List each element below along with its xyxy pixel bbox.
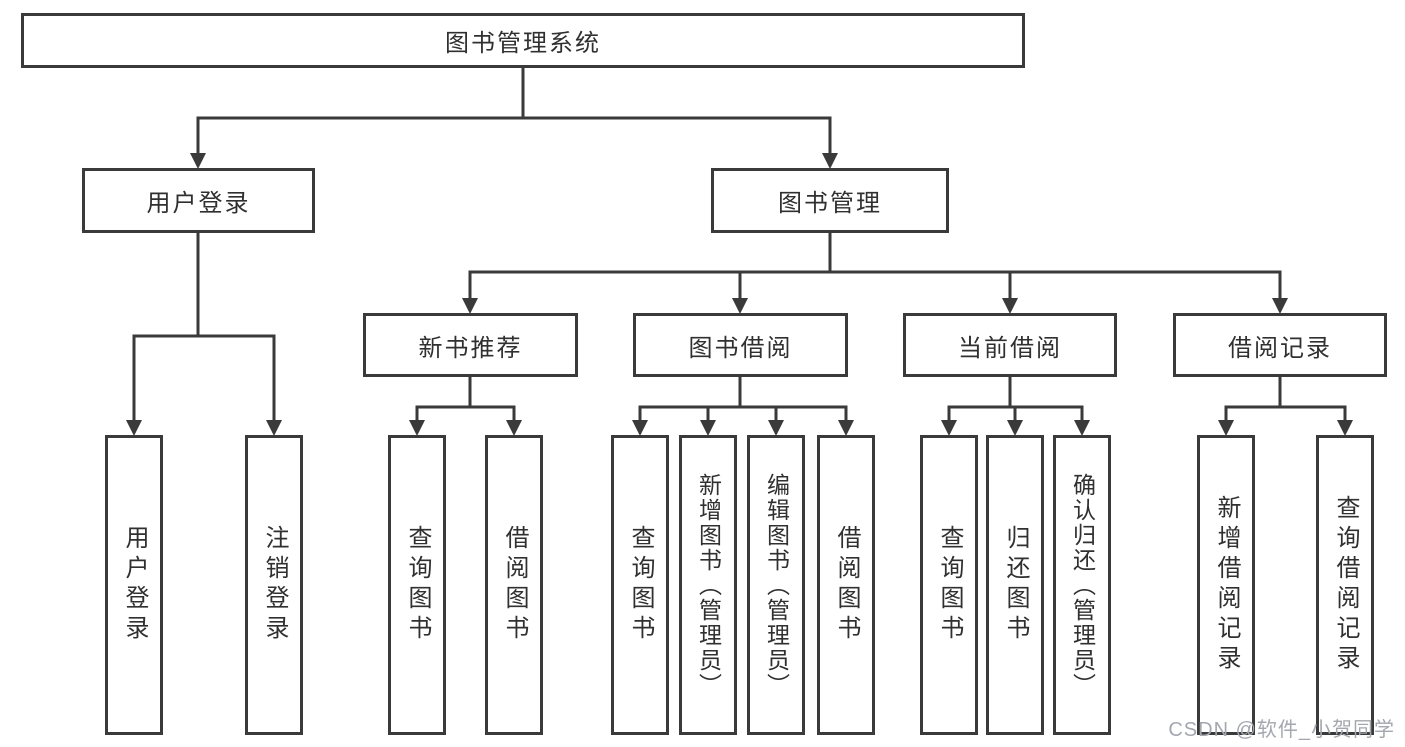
leaf-query-books-recommend: 查询图书 bbox=[388, 435, 446, 735]
leaf-query-books-borrowing-label: 查询图书 bbox=[627, 525, 654, 645]
node-new-book-recommend-label: 新书推荐 bbox=[418, 334, 523, 362]
node-borrow-records: 借阅记录 bbox=[1173, 313, 1387, 377]
leaf-add-borrow-record-label: 新增借阅记录 bbox=[1213, 495, 1240, 675]
leaf-query-books-borrowing: 查询图书 bbox=[611, 435, 669, 735]
node-new-book-recommend: 新书推荐 bbox=[363, 313, 578, 377]
leaf-logout: 注销登录 bbox=[245, 435, 303, 735]
leaf-user-login: 用户登录 bbox=[105, 435, 163, 735]
leaf-borrow-books-recommend-label: 借阅图书 bbox=[501, 525, 528, 645]
leaf-query-books-recommend-label: 查询图书 bbox=[404, 525, 431, 645]
leaf-query-books-current: 查询图书 bbox=[920, 435, 978, 735]
leaf-query-borrow-record-label: 查询借阅记录 bbox=[1332, 495, 1359, 675]
node-user-login-label: 用户登录 bbox=[146, 190, 251, 217]
node-book-management-label: 图书管理 bbox=[778, 190, 882, 217]
leaf-query-books-current-label: 查询图书 bbox=[936, 525, 963, 645]
leaf-confirm-return-admin: 确认归还（管理员） bbox=[1053, 435, 1111, 735]
node-book-borrowing: 图书借阅 bbox=[633, 313, 848, 377]
leaf-borrow-books-borrowing-label: 借阅图书 bbox=[833, 525, 860, 645]
node-book-borrowing-label: 图书借阅 bbox=[688, 334, 793, 362]
leaf-return-book: 归还图书 bbox=[986, 435, 1044, 735]
leaf-borrow-books-borrowing: 借阅图书 bbox=[817, 435, 875, 735]
leaf-logout-label: 注销登录 bbox=[261, 525, 288, 645]
leaf-add-book-admin-label: 新增图书（管理员） bbox=[695, 472, 722, 698]
watermark: CSDN @软件_小贺同学 bbox=[1168, 719, 1395, 741]
node-user-login: 用户登录 bbox=[82, 168, 315, 233]
leaf-confirm-return-admin-label: 确认归还（管理员） bbox=[1069, 472, 1096, 698]
node-library-system-label: 图书管理系统 bbox=[445, 30, 601, 57]
leaf-return-book-label: 归还图书 bbox=[1002, 525, 1029, 645]
node-borrow-records-label: 借阅记录 bbox=[1228, 334, 1332, 362]
node-book-management: 图书管理 bbox=[711, 168, 949, 233]
leaf-borrow-books-recommend: 借阅图书 bbox=[485, 435, 543, 735]
node-current-borrowing-label: 当前借阅 bbox=[958, 334, 1062, 362]
node-library-system: 图书管理系统 bbox=[21, 13, 1025, 68]
leaf-edit-book-admin: 编辑图书（管理员） bbox=[747, 435, 805, 735]
leaf-query-borrow-record: 查询借阅记录 bbox=[1316, 435, 1374, 735]
node-current-borrowing: 当前借阅 bbox=[903, 313, 1117, 377]
leaf-add-borrow-record: 新增借阅记录 bbox=[1197, 435, 1255, 735]
leaf-add-book-admin: 新增图书（管理员） bbox=[679, 435, 737, 735]
leaf-user-login-label: 用户登录 bbox=[121, 525, 148, 645]
leaf-edit-book-admin-label: 编辑图书（管理员） bbox=[763, 472, 790, 698]
